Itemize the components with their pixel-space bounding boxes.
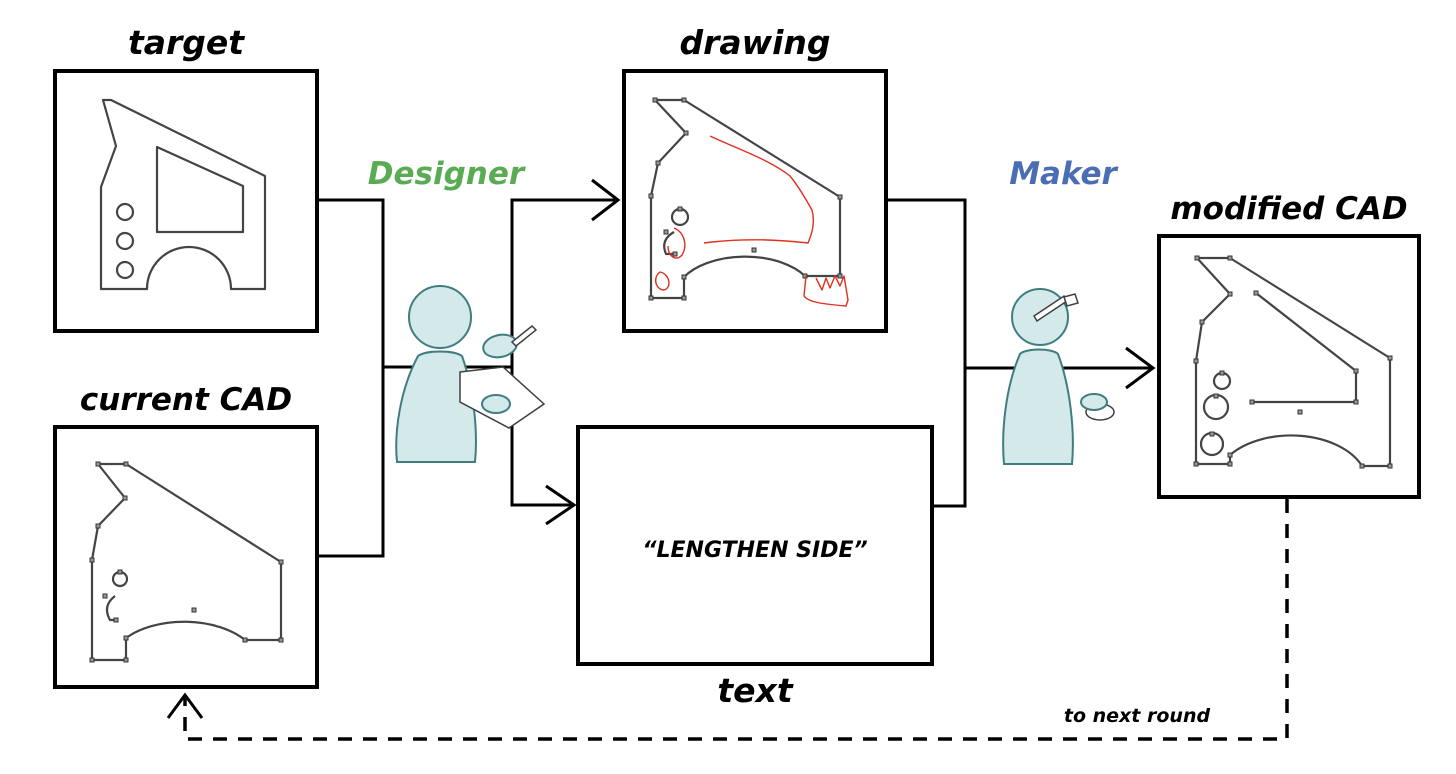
modified-cad-box (1157, 234, 1421, 499)
text-box (576, 425, 934, 666)
modified-cad-part-shape (1193, 255, 1393, 469)
target-part-shape (99, 98, 267, 291)
current-cad-part-shape (89, 461, 284, 663)
drawing-part-shape (648, 97, 849, 307)
text-label: text (717, 671, 793, 710)
drawing-connector (886, 198, 967, 508)
drawing-label: drawing (679, 23, 830, 62)
current-cad-label: current CAD (80, 382, 292, 418)
to-drawing-line (510, 198, 617, 367)
next-round-label: to next round (1064, 705, 1211, 727)
maker-figure-icon (1002, 288, 1115, 465)
target-label: target (128, 23, 245, 62)
target-connector (317, 198, 385, 558)
text-box-content: “LENGTHEN SIDE” (642, 538, 867, 563)
modified-cad-label: modified CAD (1170, 191, 1407, 227)
drawing-arrowhead (591, 178, 621, 222)
designer-figure-icon (395, 285, 546, 463)
target-box (53, 69, 319, 333)
red-sketch-marks (654, 135, 849, 307)
text-arrowhead (545, 484, 577, 526)
current-cad-box (53, 425, 319, 689)
next-round-arrowhead (166, 692, 204, 719)
designer-label: Designer (368, 156, 526, 192)
next-round-dashed-line (183, 499, 1289, 741)
maker-label: Maker (1009, 156, 1118, 192)
modified-cad-arrowhead (1125, 346, 1156, 390)
